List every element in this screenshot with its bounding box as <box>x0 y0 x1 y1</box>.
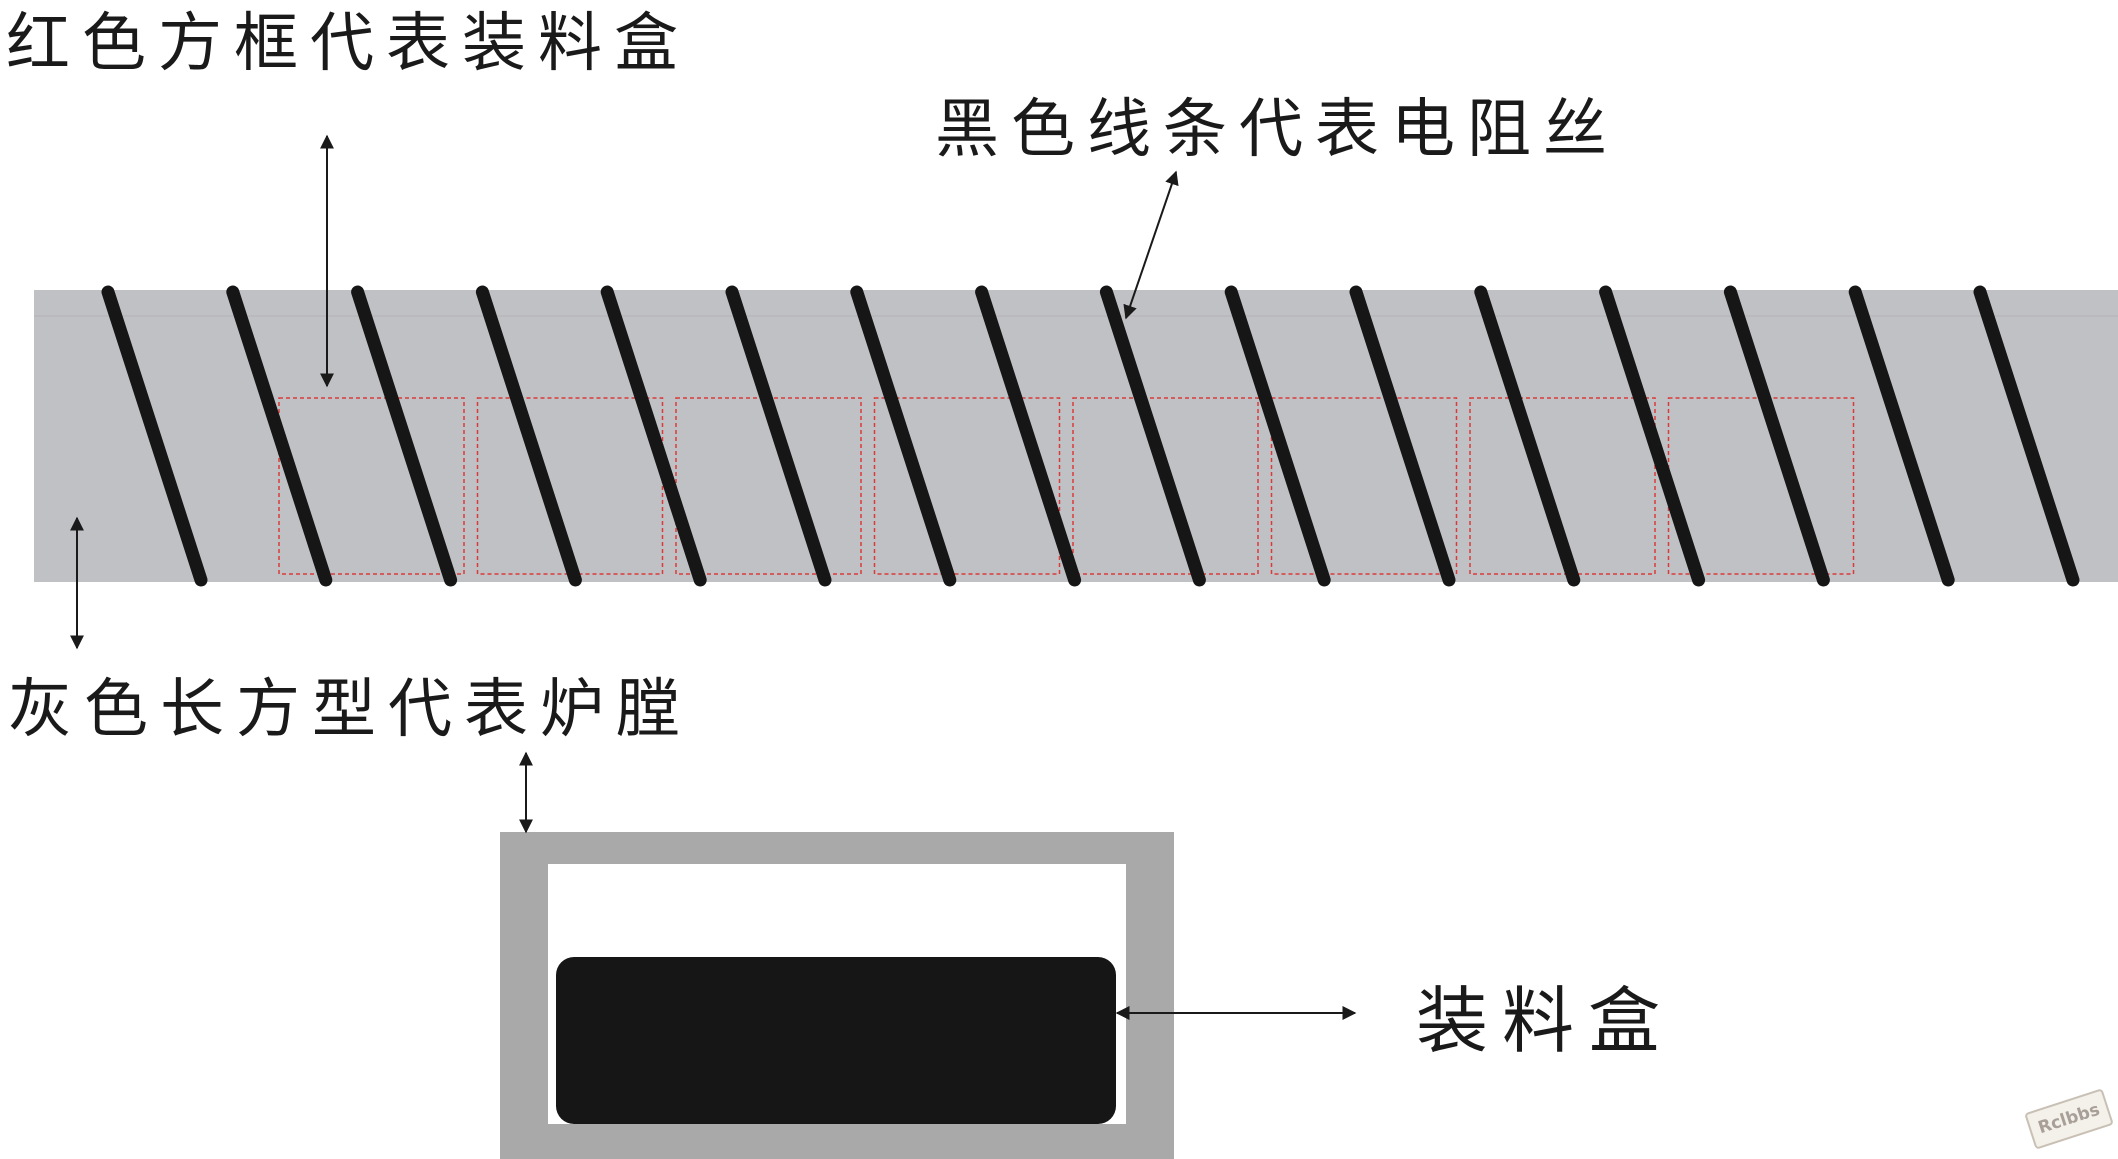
resistance-wire-pointer-arrow <box>1123 170 1179 320</box>
resistance-wire-stripe <box>226 285 333 587</box>
resistance-wire-stripe <box>1474 285 1581 587</box>
loading-box <box>1469 397 1656 575</box>
furnace-caption: 灰色长方型代表炉膛 <box>8 673 692 747</box>
resistance-wire-stripe <box>725 285 832 587</box>
resistance-wire-stripe <box>1723 285 1830 587</box>
loading-box-caption: 红色方框代表装料盒 <box>6 7 690 81</box>
loading-box <box>278 397 465 575</box>
resistance-wire-group <box>101 285 2080 587</box>
resistance-wire-stripe <box>975 285 1082 587</box>
resistance-wire-stripe <box>1349 285 1456 587</box>
loading-box <box>873 397 1061 575</box>
resistance-wire-stripe <box>1099 285 1206 587</box>
resistance-wire-stripe <box>1599 285 1706 587</box>
resistance-wire-stripe <box>351 285 458 587</box>
resistance-wire-stripe <box>475 285 582 587</box>
resistance-wire-stripe <box>1224 285 1331 587</box>
loading-box-cross-section <box>556 957 1116 1124</box>
loading-box <box>1072 397 1259 575</box>
resistance-wire-stripe <box>1848 285 1955 587</box>
loading-box <box>1270 397 1458 575</box>
resistance-wire-stripe <box>600 285 707 587</box>
loading-box-side-label: 装料盒 <box>1416 979 1675 1063</box>
resistance-wire-stripe <box>1973 285 2080 587</box>
resistance-wire-caption: 黑色线条代表电阻丝 <box>935 93 1619 167</box>
resistance-wire-stripe <box>850 285 957 587</box>
loading-box <box>476 397 664 575</box>
resistance-wire-stripe <box>101 285 208 587</box>
